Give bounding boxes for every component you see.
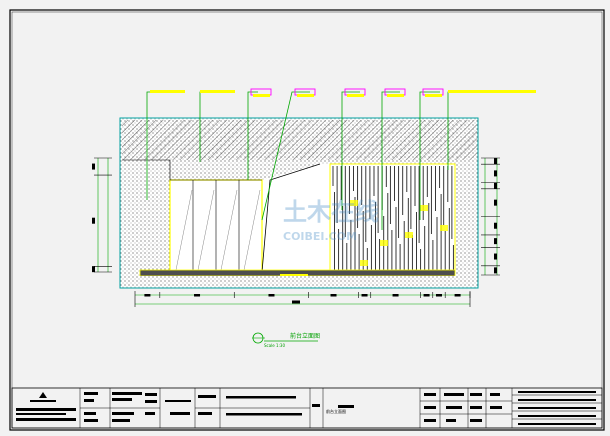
dim-label-5 bbox=[392, 294, 399, 297]
floor-slab bbox=[122, 276, 477, 286]
watermark-brand: 土木在线 bbox=[283, 198, 379, 226]
title-block: 前台立面图 bbox=[11, 387, 603, 429]
right-column bbox=[455, 160, 477, 270]
right-dim-label-1 bbox=[494, 170, 497, 177]
right-dim-label-2 bbox=[494, 182, 497, 189]
watermark-latin: COIBEI.COM bbox=[283, 230, 357, 243]
dim-label-7 bbox=[435, 294, 442, 297]
watermark: 土木在线 COIBEI.COM bbox=[283, 198, 379, 243]
right-dim-label-7 bbox=[494, 267, 497, 274]
left-dim-label-0 bbox=[92, 163, 95, 170]
bottom-dimensions bbox=[134, 291, 471, 307]
left-dim-label-1 bbox=[92, 217, 95, 224]
sheet-border bbox=[9, 9, 605, 431]
material-callouts bbox=[146, 88, 536, 230]
opening bbox=[262, 164, 330, 272]
left-column bbox=[122, 160, 170, 270]
left-dimensions bbox=[92, 157, 112, 273]
right-dim-label-5 bbox=[494, 238, 497, 245]
right-dim-label-4 bbox=[494, 222, 497, 229]
drawing-scale-text: Scale 1:30 bbox=[264, 343, 285, 348]
right-dim-label-0 bbox=[494, 158, 497, 165]
dim-label-3 bbox=[330, 294, 337, 297]
right-dimensions bbox=[481, 157, 500, 276]
ceiling-hatch bbox=[122, 120, 477, 160]
decorative-lattice bbox=[329, 163, 456, 273]
right-dim-label-6 bbox=[494, 253, 497, 260]
dim-label-1 bbox=[194, 294, 201, 297]
drawing-title: 前台立面图 Scale 1:30 bbox=[252, 332, 320, 348]
dim-label-8 bbox=[454, 294, 461, 297]
dim-label-4 bbox=[361, 294, 368, 297]
dim-label-0 bbox=[144, 294, 151, 297]
panel-edge bbox=[261, 163, 321, 273]
left-dim-label-2 bbox=[92, 266, 95, 273]
company-logo bbox=[16, 392, 76, 421]
sheet-name: 前台立面图 bbox=[326, 408, 346, 414]
right-dim-label-3 bbox=[494, 199, 497, 206]
dim-total-label bbox=[292, 300, 300, 304]
glass-panels bbox=[169, 179, 263, 273]
dim-label-2 bbox=[268, 294, 275, 297]
elevation bbox=[119, 117, 479, 289]
dim-label-6 bbox=[423, 294, 430, 297]
drawing-title-text: 前台立面图 bbox=[290, 332, 320, 340]
